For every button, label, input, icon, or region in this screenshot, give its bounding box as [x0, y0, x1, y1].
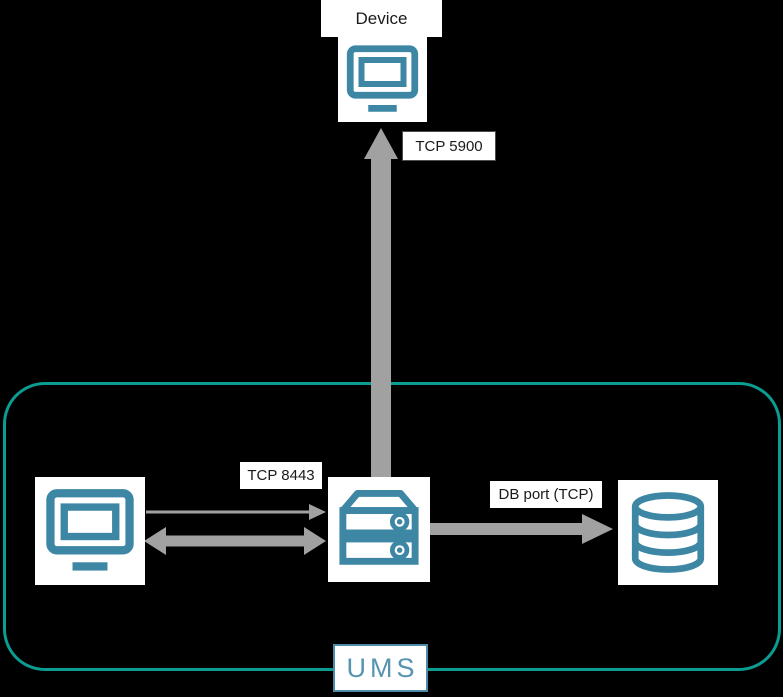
arrow-tcp-8443-reply — [144, 527, 326, 555]
device-label-text: Device — [355, 8, 408, 28]
monitor-icon — [346, 45, 419, 112]
device-node-label: Device — [321, 0, 442, 37]
database-icon — [631, 492, 705, 573]
console-node — [35, 477, 145, 585]
tcp-8443-label: TCP 8443 — [240, 462, 322, 489]
device-node — [338, 37, 427, 122]
arrow-db-port — [430, 514, 613, 544]
tcp-8443-label-text: TCP 8443 — [247, 467, 315, 484]
arrow-tcp-8443-request — [146, 504, 326, 520]
arrow-tcp-5900 — [364, 128, 398, 480]
db-port-label: DB port (TCP) — [490, 481, 602, 508]
monitor-icon — [46, 489, 134, 571]
database-node — [618, 480, 718, 585]
ums-label-text: UMS — [346, 652, 419, 683]
server-icon — [339, 489, 419, 565]
ums-container-label: UMS — [333, 644, 428, 692]
db-port-label-text: DB port (TCP) — [498, 486, 594, 503]
tcp-5900-label-text: TCP 5900 — [415, 137, 483, 155]
tcp-5900-label: TCP 5900 — [402, 131, 496, 161]
ums-server-node — [328, 477, 430, 582]
